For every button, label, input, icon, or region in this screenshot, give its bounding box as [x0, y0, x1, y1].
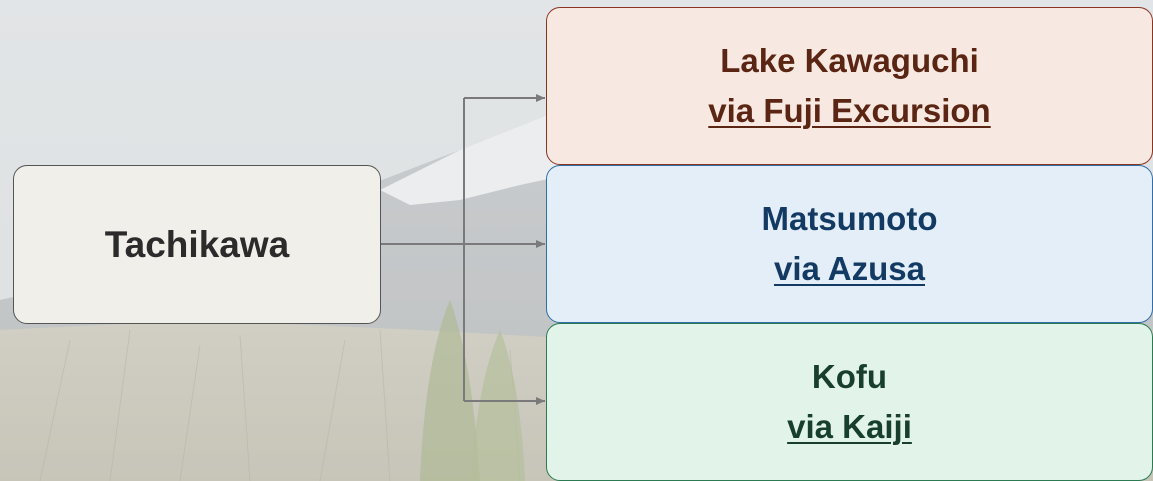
destination-node-lake-kawaguchi: Lake Kawaguchi via Fuji Excursion [546, 7, 1153, 165]
destination-node-kofu: Kofu via Kaiji [546, 323, 1153, 481]
origin-label: Tachikawa [104, 223, 290, 265]
destination-name: Lake Kawaguchi [720, 42, 979, 79]
route-link-azusa[interactable]: via Azusa [773, 250, 925, 287]
destination-node-matsumoto: Matsumoto via Azusa [546, 165, 1153, 323]
origin-node-tachikawa: Tachikawa [13, 165, 381, 324]
route-link-kaiji[interactable]: via Kaiji [787, 408, 912, 445]
destination-name: Matsumoto [761, 200, 938, 237]
destination-name: Kofu [811, 358, 888, 395]
route-link-fuji-excursion[interactable]: via Fuji Excursion [708, 92, 991, 129]
